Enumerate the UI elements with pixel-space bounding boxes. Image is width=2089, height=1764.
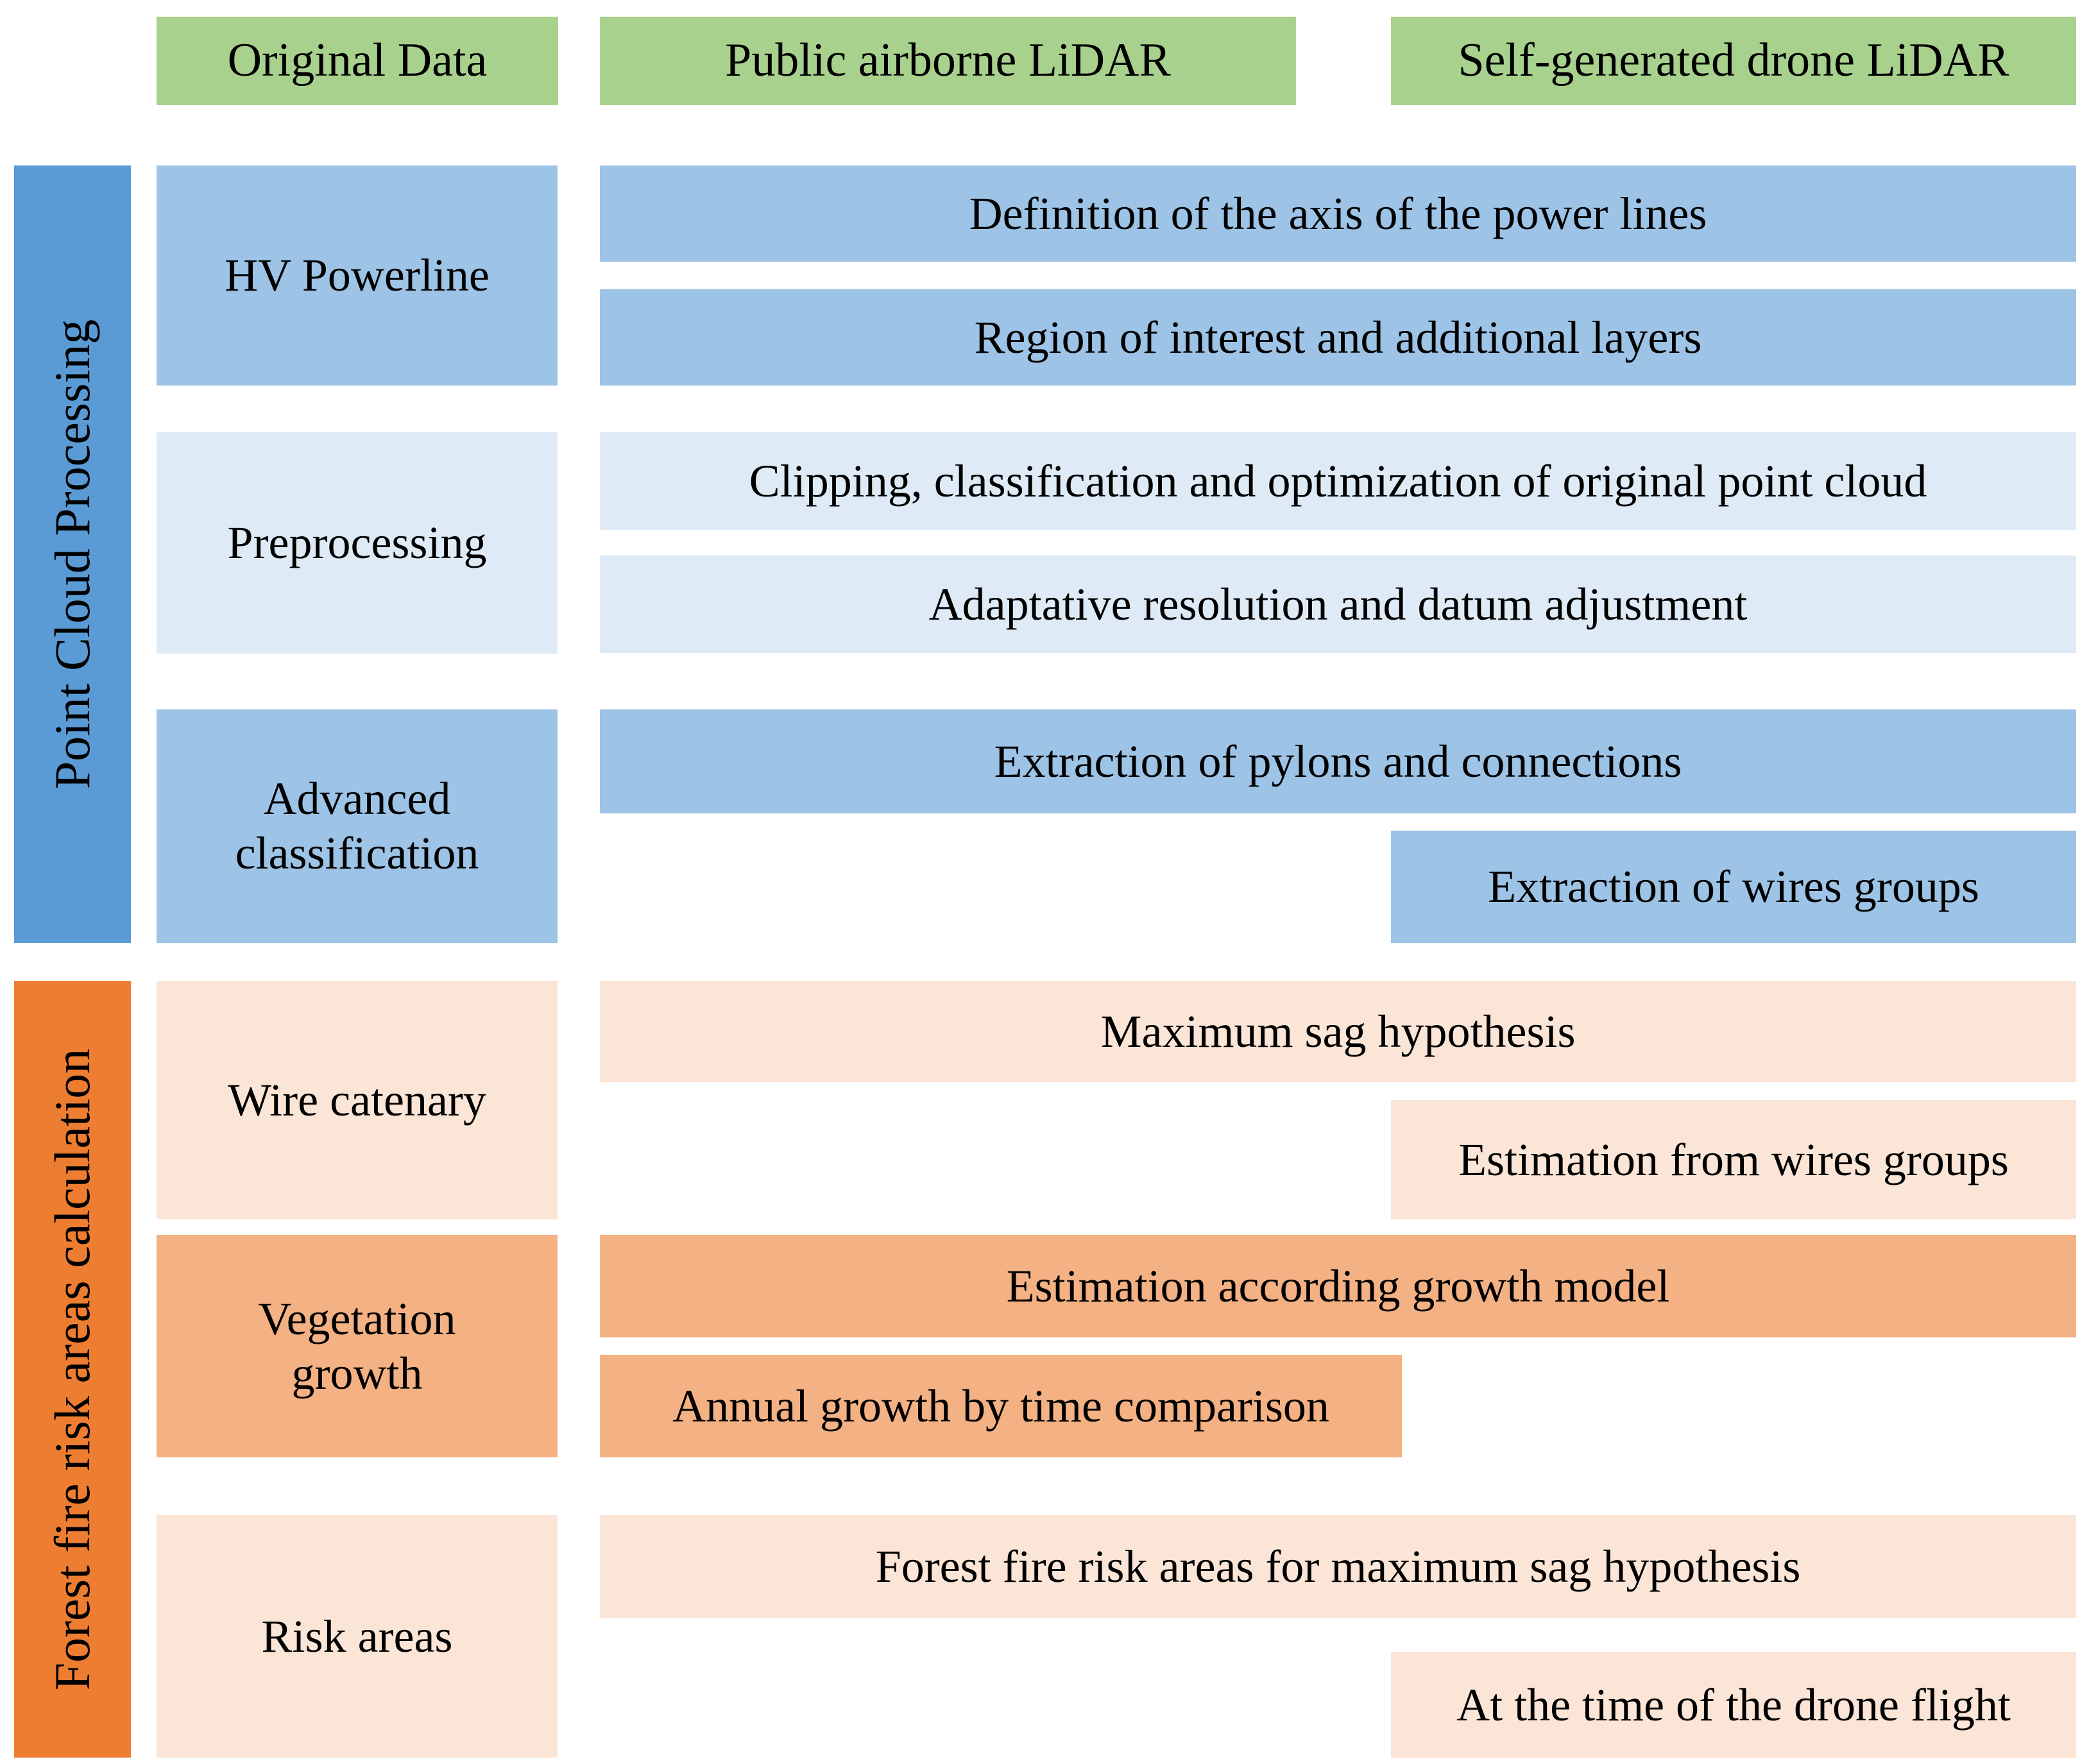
category-preprocessing: Preprocessing xyxy=(157,432,558,654)
step-adaptative-resolution-datum: Adaptative resolution and datum adjustme… xyxy=(600,555,2076,653)
category-vegetation-growth-label: Vegetation growth xyxy=(258,1293,456,1399)
category-risk-areas-label: Risk areas xyxy=(261,1610,453,1662)
step-maximum-sag-hypothesis: Maximum sag hypothesis xyxy=(600,981,2076,1082)
step-estimation-growth-model-label: Estimation according growth model xyxy=(1006,1260,1670,1312)
step-region-of-interest: Region of interest and additional layers xyxy=(600,289,2076,386)
step-clipping-classification-optimization: Clipping, classification and optimizatio… xyxy=(600,432,2076,530)
step-annual-growth-time-comparison: Annual growth by time comparison xyxy=(600,1355,1402,1457)
step-definition-axis-power-lines-label: Definition of the axis of the power line… xyxy=(969,187,1707,239)
step-region-of-interest-label: Region of interest and additional layers xyxy=(974,311,1702,363)
step-forest-fire-risk-areas-max-sag: Forest fire risk areas for maximum sag h… xyxy=(600,1515,2076,1618)
header-public-airborne-lidar: Public airborne LiDAR xyxy=(600,17,1296,105)
header-self-generated-drone-lidar: Self-generated drone LiDAR xyxy=(1391,17,2076,105)
step-adaptative-resolution-datum-label: Adaptative resolution and datum adjustme… xyxy=(928,578,1748,630)
step-maximum-sag-hypothesis-label: Maximum sag hypothesis xyxy=(1100,1005,1576,1057)
sidebar-point-cloud-processing: Point Cloud Processing xyxy=(14,165,131,943)
step-estimation-from-wires-groups: Estimation from wires groups xyxy=(1391,1100,2076,1219)
header-original-data-label: Original Data xyxy=(227,34,488,87)
step-extraction-pylons-connections-label: Extraction of pylons and connections xyxy=(994,735,1682,787)
category-risk-areas: Risk areas xyxy=(157,1515,558,1758)
header-original-data: Original Data xyxy=(157,17,558,105)
step-at-time-of-drone-flight: At the time of the drone flight xyxy=(1391,1652,2076,1758)
category-vegetation-growth: Vegetation growth xyxy=(157,1235,558,1457)
step-estimation-from-wires-groups-label: Estimation from wires groups xyxy=(1458,1133,2009,1185)
category-preprocessing-label: Preprocessing xyxy=(227,517,487,569)
category-wire-catenary-label: Wire catenary xyxy=(228,1074,486,1126)
category-hv-powerline: HV Powerline xyxy=(157,165,558,386)
step-extraction-wires-groups: Extraction of wires groups xyxy=(1391,831,2076,943)
step-extraction-wires-groups-label: Extraction of wires groups xyxy=(1488,861,1979,913)
header-self-generated-drone-lidar-label: Self-generated drone LiDAR xyxy=(1458,34,2009,87)
category-hv-powerline-label: HV Powerline xyxy=(225,250,490,301)
header-public-airborne-lidar-label: Public airborne LiDAR xyxy=(725,34,1171,87)
step-at-time-of-drone-flight-label: At the time of the drone flight xyxy=(1456,1679,2011,1731)
step-annual-growth-time-comparison-label: Annual growth by time comparison xyxy=(672,1380,1329,1432)
step-extraction-pylons-connections: Extraction of pylons and connections xyxy=(600,709,2076,813)
step-forest-fire-risk-areas-max-sag-label: Forest fire risk areas for maximum sag h… xyxy=(875,1540,1801,1592)
sidebar-forest-fire-risk-areas-calculation: Forest fire risk areas calculation xyxy=(14,981,131,1758)
sidebar-point-cloud-processing-label: Point Cloud Processing xyxy=(44,319,100,790)
sidebar-forest-fire-risk-areas-calculation-label: Forest fire risk areas calculation xyxy=(44,1048,100,1690)
step-clipping-classification-optimization-label: Clipping, classification and optimizatio… xyxy=(749,455,1927,507)
step-estimation-growth-model: Estimation according growth model xyxy=(600,1235,2076,1337)
category-wire-catenary: Wire catenary xyxy=(157,981,558,1219)
category-advanced-classification-label: Advanced classification xyxy=(235,773,479,879)
category-advanced-classification: Advanced classification xyxy=(157,709,558,943)
step-definition-axis-power-lines: Definition of the axis of the power line… xyxy=(600,165,2076,262)
